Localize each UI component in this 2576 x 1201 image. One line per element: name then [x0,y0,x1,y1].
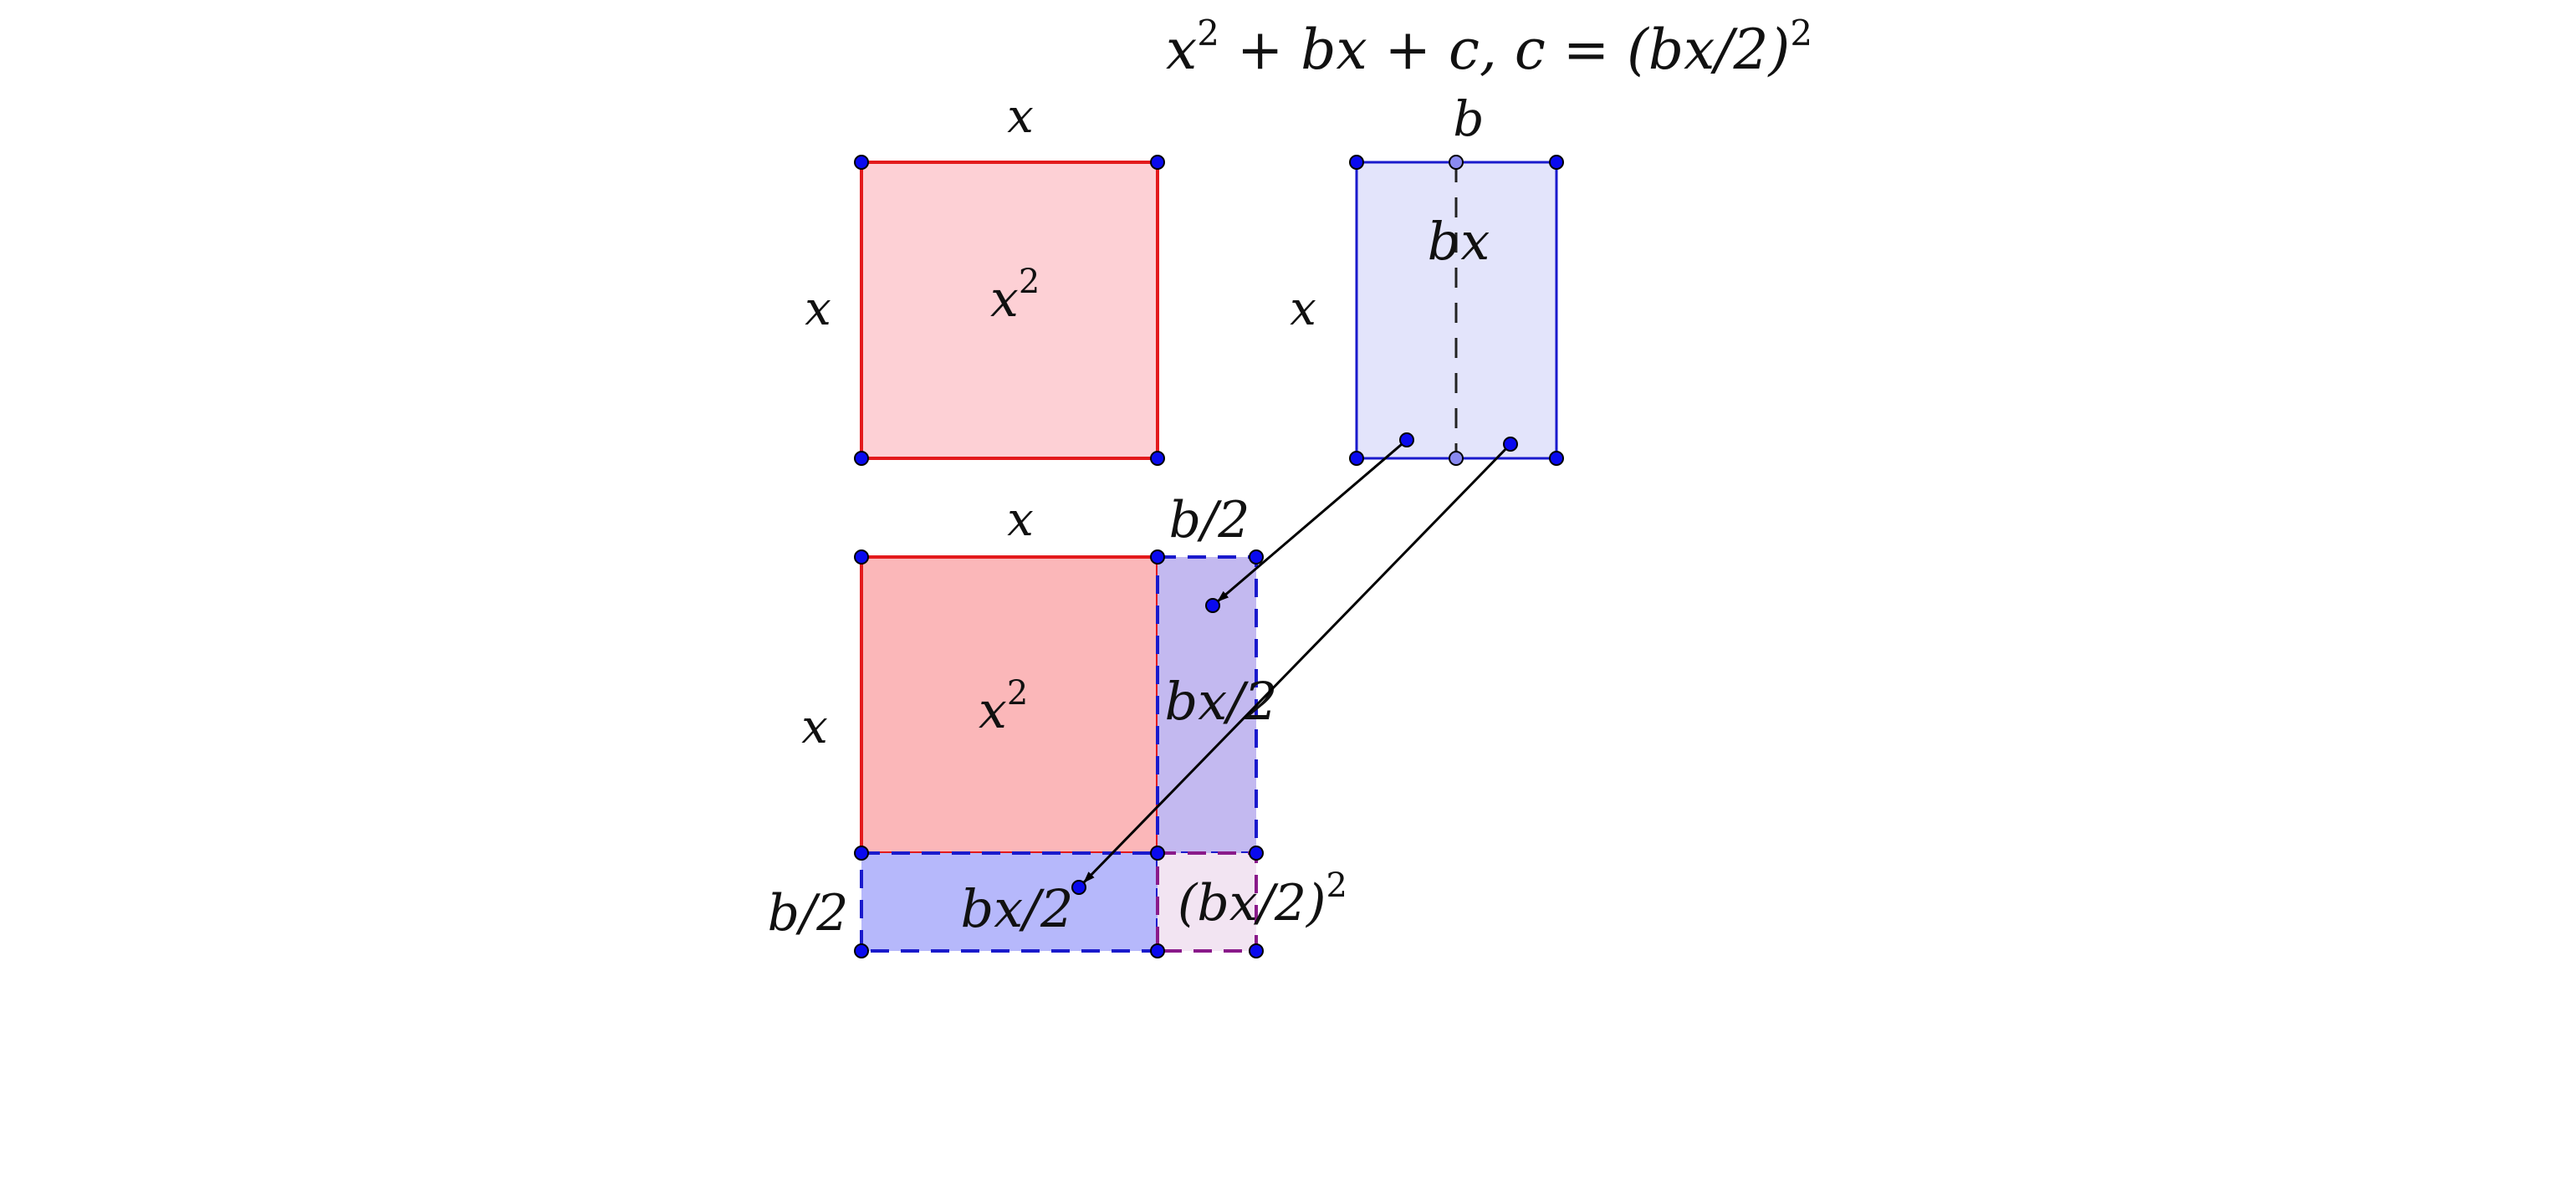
top-square-left-label: x [805,282,831,336]
top-rect-left-label: x [1290,282,1316,336]
composite-top-x-label: x [1007,493,1034,547]
vertex-point[interactable] [1150,451,1165,466]
vertex-point[interactable] [1150,155,1165,170]
arrow-end-point[interactable] [1071,880,1086,895]
composite-top-b2-label: b/2 [1169,491,1250,549]
vertex-point[interactable] [854,846,869,861]
midpoint-point[interactable] [1449,155,1464,170]
top-rect-bx: b x bx [1290,90,1564,466]
composite-left-b2-label: b/2 [768,884,849,943]
midpoint-point[interactable] [1449,451,1464,466]
top-square-area-label: x2 [990,263,1040,329]
top-rect-top-label: b [1453,90,1484,147]
vertex-point[interactable] [1349,451,1364,466]
vertex-point[interactable] [854,155,869,170]
vertex-point[interactable] [1249,943,1264,958]
vertex-point[interactable] [1249,846,1264,861]
arrow-start-handle[interactable] [1503,437,1518,452]
composite-square-area-label: x2 [979,674,1028,740]
vertex-point[interactable] [854,549,869,565]
formula-title: x2 + bx + c, c = (bx/2)2 [1166,13,1812,82]
vertex-point[interactable] [1549,155,1564,170]
arrow-start-handle[interactable] [1399,432,1414,447]
vertex-point[interactable] [1349,155,1364,170]
vertex-point[interactable] [854,451,869,466]
composite-x-squared [860,555,1159,855]
vertex-point[interactable] [1249,549,1264,565]
composite-corner-square [1156,851,1258,953]
vertex-point[interactable] [854,943,869,958]
arrow-to-right-strip [1217,438,1408,603]
top-rect-area-label: bx [1428,211,1490,272]
arrow-end-point[interactable] [1205,598,1220,613]
top-square-top-label: x [1007,89,1034,144]
composite-bottom-strip-label: bx/2 [961,878,1074,939]
arrow-to-bottom-strip [1082,442,1512,884]
composite-corner-label: (bx/2)2 [1178,866,1347,933]
vertex-point[interactable] [1549,451,1564,466]
vertex-point[interactable] [1150,846,1165,861]
composite-square: x b/2 x b/2 x2 bx/2 bx/2 (bx/2)2 [768,491,1347,958]
vertex-point[interactable] [1150,549,1165,565]
top-square-x-squared: x x x2 [805,89,1165,466]
move-arrows [1071,432,1518,895]
composite-bottom-strip [860,851,1159,953]
vertex-point[interactable] [1150,943,1165,958]
composite-left-x-label: x [801,700,828,754]
